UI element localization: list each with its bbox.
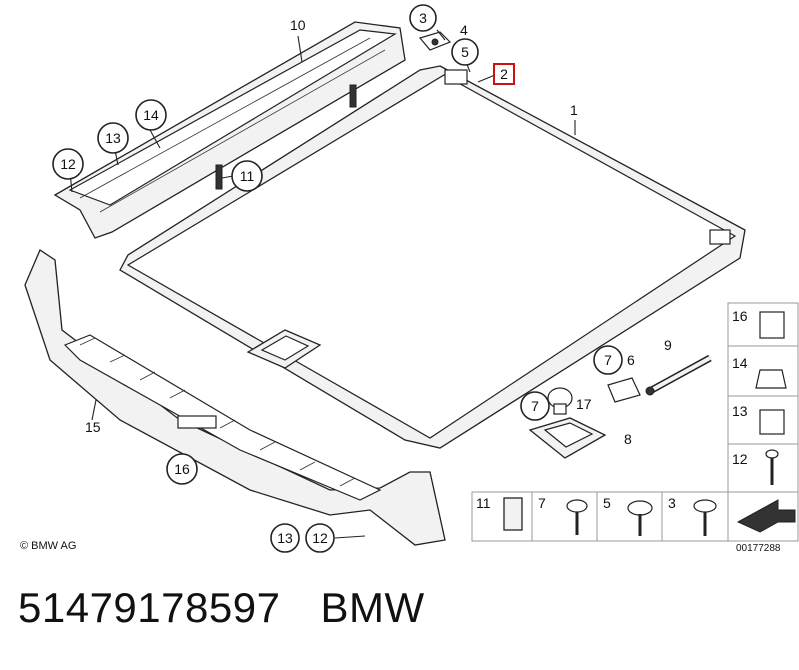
callout-label: 14 bbox=[143, 107, 159, 123]
callout-11-top: 11 bbox=[231, 160, 263, 192]
part-bracket-6 bbox=[607, 377, 641, 403]
part-rail-panel bbox=[53, 21, 406, 239]
callout-label: 3 bbox=[668, 495, 676, 511]
part-handle-8 bbox=[528, 417, 607, 459]
callout-16-right: 16 bbox=[732, 308, 748, 324]
callout-label: 13 bbox=[277, 530, 293, 546]
callout-17: 17 bbox=[576, 396, 592, 412]
callout-label: 15 bbox=[85, 419, 101, 435]
callout-label: 16 bbox=[174, 461, 190, 477]
part-clip-17 bbox=[547, 387, 573, 415]
part-gas-strut bbox=[645, 354, 712, 396]
callout-label: 12 bbox=[312, 530, 328, 546]
callout-label: 12 bbox=[60, 156, 76, 172]
part-bracket-small bbox=[418, 31, 452, 51]
part-grid-bottom bbox=[471, 491, 729, 542]
callout-label: 11 bbox=[476, 495, 491, 511]
callout-3-grid: 3 bbox=[668, 495, 676, 511]
callout-label: 14 bbox=[732, 355, 748, 371]
brand-name: BMW bbox=[320, 584, 425, 631]
callout-label: 9 bbox=[664, 337, 672, 353]
callout-12-right: 12 bbox=[732, 451, 748, 467]
callout-label: 10 bbox=[290, 17, 306, 33]
callout-8: 8 bbox=[624, 431, 632, 447]
callout-12-top: 12 bbox=[52, 148, 84, 180]
callout-label: 7 bbox=[531, 398, 539, 414]
callout-label: 13 bbox=[732, 403, 748, 419]
callout-label: 7 bbox=[604, 352, 612, 368]
part-grid-right bbox=[727, 302, 799, 542]
callout-label: 6 bbox=[627, 352, 635, 368]
callout-label: 5 bbox=[461, 44, 469, 60]
drawing-number: 00177288 bbox=[736, 543, 781, 554]
callout-5: 5 bbox=[451, 38, 479, 66]
part-number: 51479178597 bbox=[18, 584, 281, 631]
callout-2-highlighted: 2 bbox=[493, 63, 515, 85]
callout-13-top: 13 bbox=[97, 122, 129, 154]
callout-label: 11 bbox=[240, 168, 255, 184]
callout-7-lower: 7 bbox=[520, 391, 550, 421]
callout-label: 7 bbox=[538, 495, 546, 511]
callout-label: 5 bbox=[603, 495, 611, 511]
callout-15: 15 bbox=[85, 419, 101, 435]
callout-label: 8 bbox=[624, 431, 632, 447]
callout-13-right: 13 bbox=[732, 403, 748, 419]
callout-14-top: 14 bbox=[135, 99, 167, 131]
callout-label: 3 bbox=[419, 10, 427, 26]
parts-diagram: 10 3 4 5 2 1 14 13 12 11 16 14 13 12 9 6… bbox=[24, 4, 799, 553]
callout-14-right: 14 bbox=[732, 355, 748, 371]
callout-3: 3 bbox=[409, 4, 437, 32]
callout-5-grid: 5 bbox=[603, 495, 611, 511]
callout-11-grid: 11 bbox=[476, 495, 491, 511]
callout-9: 9 bbox=[664, 337, 672, 353]
callout-label: 13 bbox=[105, 130, 121, 146]
callout-label: 1 bbox=[570, 102, 578, 118]
part-bumper-trim bbox=[24, 249, 446, 546]
callout-label: 12 bbox=[732, 451, 748, 467]
callout-10: 10 bbox=[290, 17, 306, 33]
callout-label: 2 bbox=[500, 66, 508, 82]
callout-4: 4 bbox=[460, 22, 468, 38]
callout-label: 17 bbox=[576, 396, 592, 412]
footer-caption: 51479178597 BMW bbox=[18, 584, 465, 632]
callout-13-bottom: 13 bbox=[270, 523, 300, 553]
copyright-text: © BMW AG bbox=[20, 540, 77, 552]
callout-16-bottom: 16 bbox=[166, 453, 198, 485]
callout-7-upper: 7 bbox=[593, 345, 623, 375]
callout-12-bottom: 12 bbox=[305, 523, 335, 553]
part-floor-panel bbox=[119, 65, 746, 449]
callout-7-grid: 7 bbox=[538, 495, 546, 511]
callout-1: 1 bbox=[570, 102, 578, 118]
callout-6: 6 bbox=[627, 352, 635, 368]
callout-label: 4 bbox=[460, 22, 468, 38]
callout-label: 16 bbox=[732, 308, 748, 324]
